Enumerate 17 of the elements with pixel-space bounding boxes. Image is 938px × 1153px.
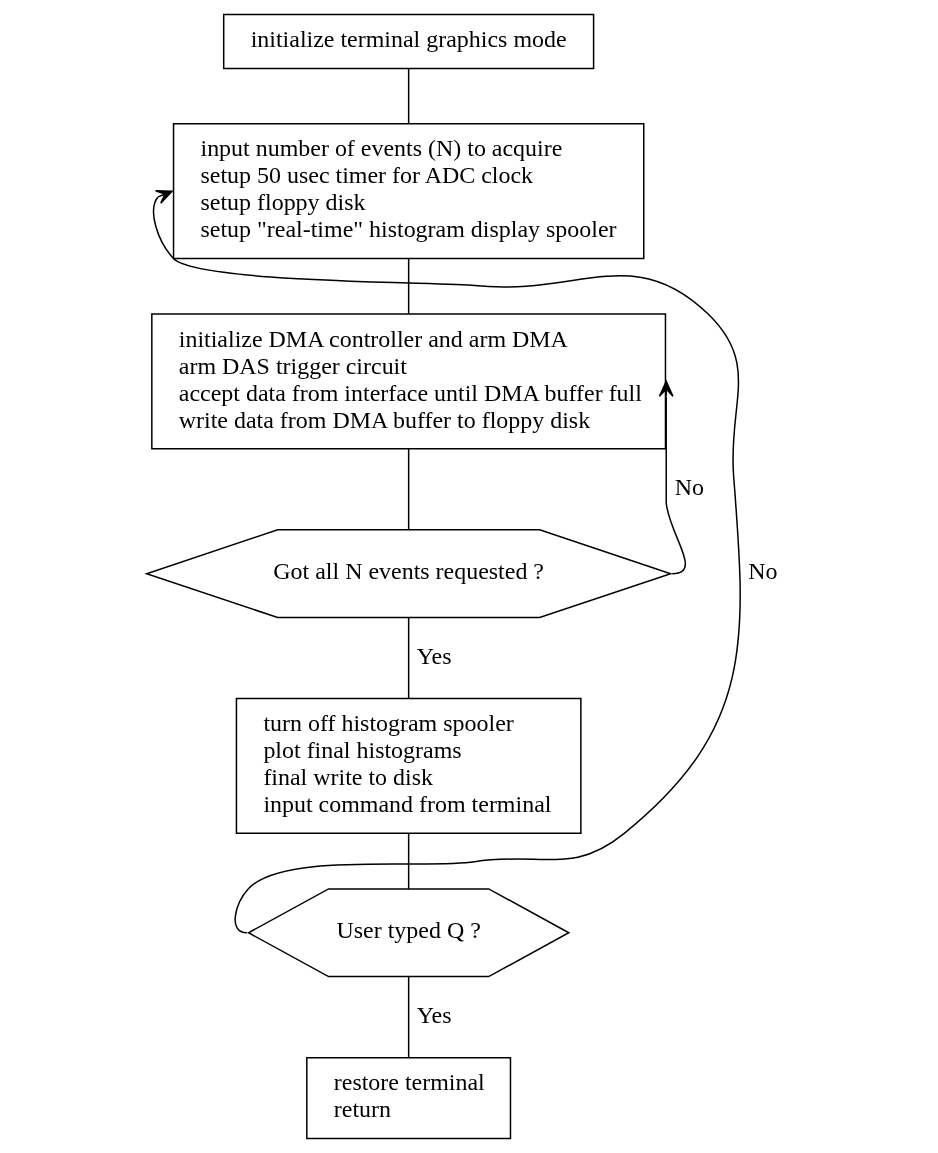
arrow: [658, 380, 686, 575]
edge-label: No: [674, 473, 704, 500]
connector: [407, 976, 409, 1059]
connector: [407, 832, 409, 890]
arrow: [152, 189, 741, 934]
node-box: initialize DMA controller and arm DMA arm DAS trigger circuit accept data from interface until DMA buffer full write data from DMA buffer to floppy disk: [150, 313, 666, 450]
connector: [407, 67, 409, 125]
edge-label: No: [747, 558, 777, 585]
node-box: restore terminal return: [305, 1056, 511, 1140]
node-box: turn off histogram spooler plot final histograms final write to disk input command from terminal: [235, 697, 582, 835]
edge-label: Yes: [416, 1001, 452, 1028]
edge-label: Yes: [416, 642, 452, 669]
node-box: input number of events (N) to acquire setup 50 usec timer for ADC clock setup floppy disk setup "real-time" histogram display spooler: [172, 123, 644, 260]
connector: [407, 257, 409, 315]
connector: [407, 616, 409, 700]
connector: [407, 448, 409, 531]
node-box: initialize terminal graphics mode: [222, 13, 594, 70]
